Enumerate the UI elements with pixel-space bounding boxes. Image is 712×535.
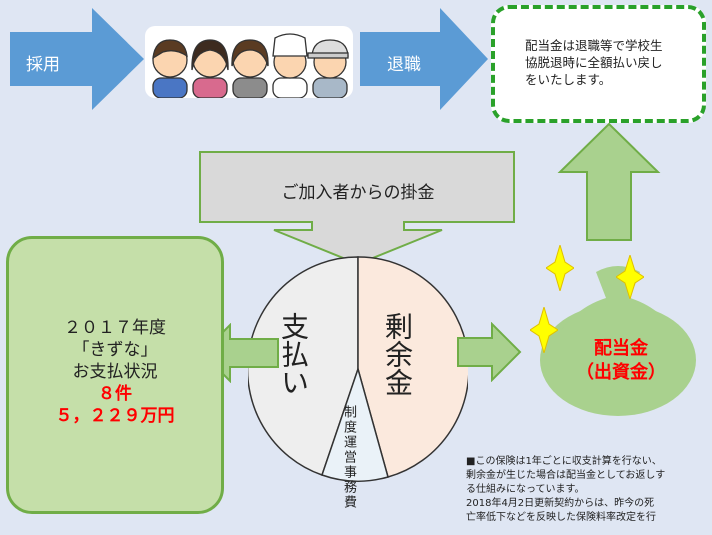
footnote-line: 剰余金が生じた場合は配当金としてお返しす [466,470,666,481]
dividend-label: 配当金 （出資金） [560,337,682,385]
status-count: ８件 [98,384,132,404]
note-line: をいたします。 [525,72,612,87]
footnote-line: 2018年4月2日更新契約からは、昨今の死 [466,498,655,509]
premium-label: ご加入者からの掛金 [281,183,435,203]
status-payout: お支払状況 [72,362,158,382]
dividend-line1: 配当金 [594,338,648,359]
retire-arrow [360,8,488,110]
sparkle-icon [530,307,558,353]
person-icon [307,39,349,99]
admin-label: 制度運営事務費 [341,405,356,510]
pie-admin-slice [321,366,389,482]
footnote-line: る仕組みになっています。 [466,484,585,495]
status-name: 「きずな」 [72,340,158,360]
surplus-label: 剰余金 [381,312,414,396]
payout-label: 支払い [277,312,310,396]
footnote-line: 亡率低下などを反映した保険料率改定を行 [466,512,656,523]
refund-up-arrow [557,122,661,241]
staff-illustration [145,26,353,99]
hire-arrow [10,8,144,110]
surplus-right-arrow [457,322,522,382]
hire-label: 採用 [26,55,60,75]
note-line: 配当金は退職等で学校生 [525,38,663,53]
status-amount: ５，２２９万円 [55,406,175,426]
dividend-line2: （出資金） [576,362,666,383]
status-year: ２０１７年度 [64,318,166,338]
person-icon [231,39,269,99]
dividend-note-box: 配当金は退職等で学校生 協脱退時に全額払い戻し をいたします。 [491,5,706,123]
footnote-line: ■この保険は1年ごとに収支計算を行ない、 [466,456,662,467]
note-line: 協脱退時に全額払い戻し [525,55,663,70]
person-icon [152,39,188,99]
allocation-pie [248,256,468,482]
payout-status-box: ２０１７年度 「きずな」 お支払状況 ８件 ５，２２９万円 [6,236,224,514]
retire-label: 退職 [387,55,421,75]
person-icon [191,39,229,99]
people-icon [152,33,349,99]
dividend-note-text: 配当金は退職等で学校生 協脱退時に全額払い戻し をいたします。 [525,37,705,88]
footnote: ■この保険は1年ごとに収支計算を行ない、 剰余金が生じた場合は配当金としてお返し… [466,455,710,525]
sparkle-icon [546,245,574,291]
person-icon [272,33,308,99]
sparkle-icon [616,255,644,299]
premium-arrow [199,151,515,266]
